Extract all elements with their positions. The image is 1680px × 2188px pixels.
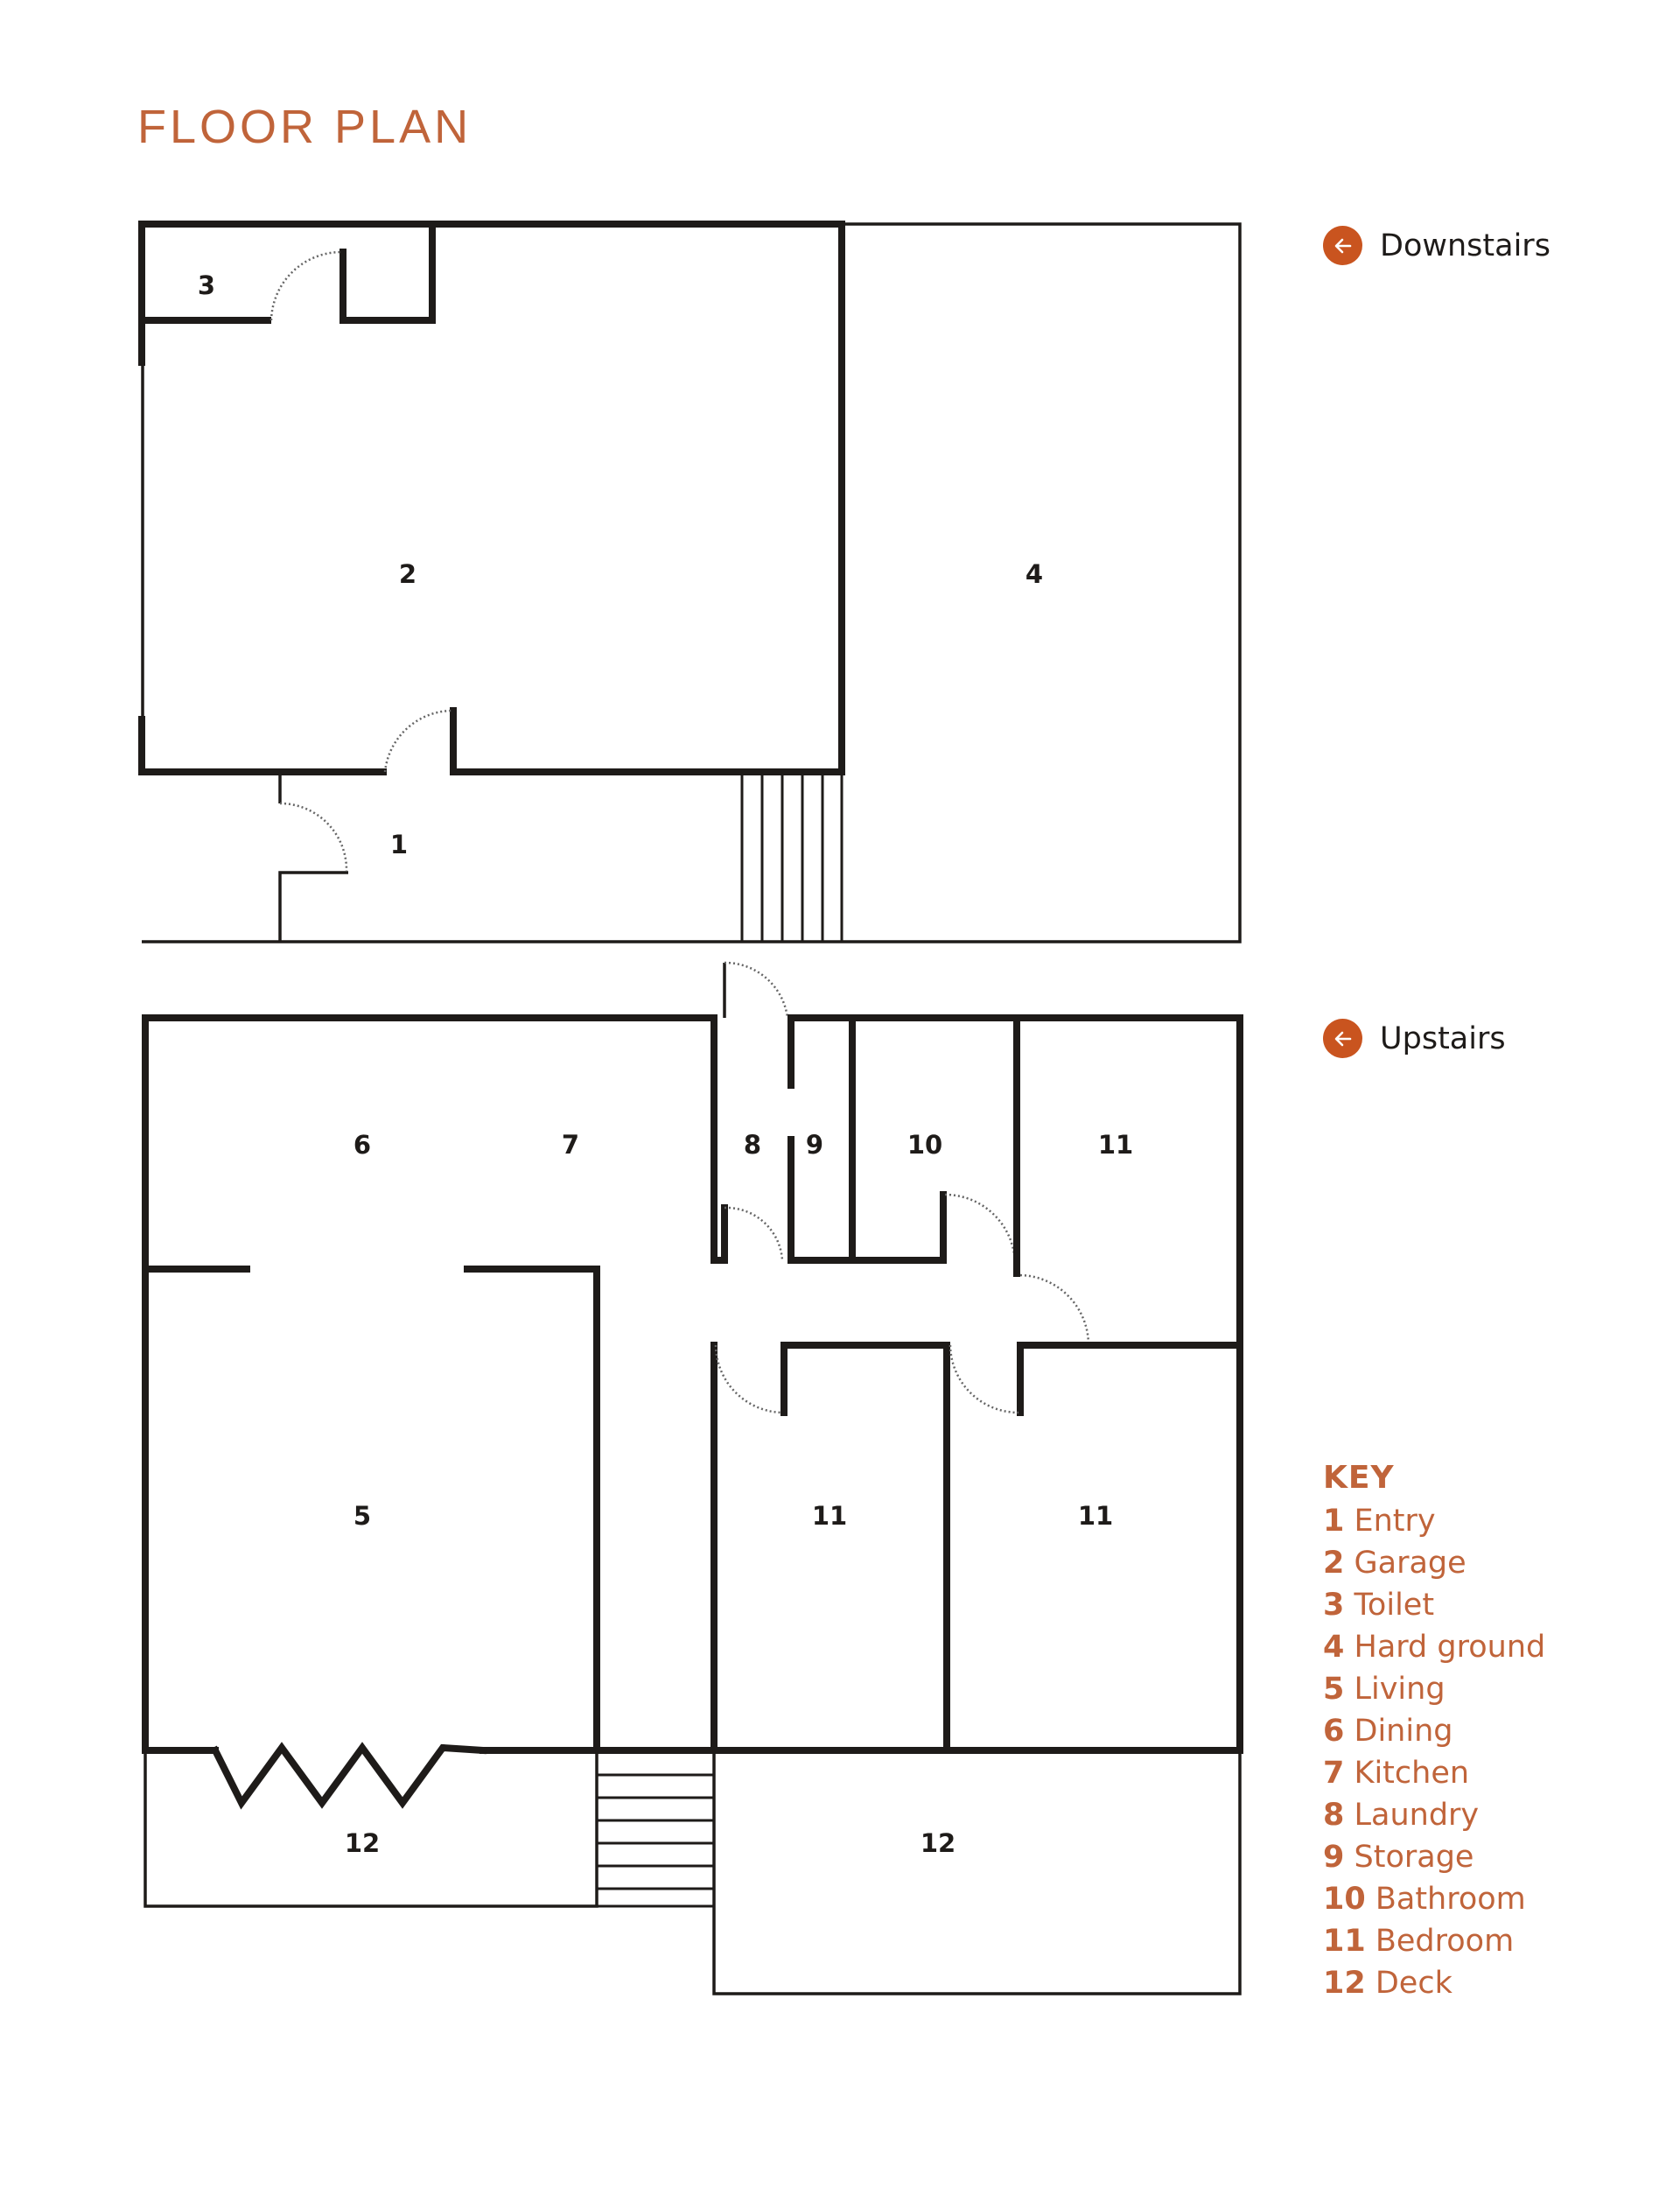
upstairs-marker: Upstairs [1323,1019,1506,1058]
key-item: 4 Hard ground [1323,1630,1546,1665]
room-label-10: 10 [907,1130,942,1160]
arrow-left-icon [1323,226,1362,265]
toilet-door-arc [270,250,342,321]
key-item: 2 Garage [1323,1546,1466,1581]
laundry-door-arc [724,1206,784,1261]
page-title: FLOOR PLAN [137,101,472,153]
room-label-4: 4 [1026,559,1043,589]
room-label-8: 8 [744,1130,761,1160]
downstairs-label: Downstairs [1380,228,1550,263]
downstairs-stairs [740,775,844,942]
room-label-6: 6 [354,1130,371,1160]
upstairs-label: Upstairs [1380,1020,1506,1056]
room-label-2: 2 [399,559,416,589]
hard-ground-outline [842,222,1242,943]
key-title: KEY [1323,1460,1395,1496]
room-label-11-top: 11 [1098,1130,1133,1160]
room-label-7: 7 [562,1130,579,1160]
key-item: 7 Kitchen [1323,1756,1470,1791]
key-item: 6 Dining [1323,1714,1453,1749]
room-label-3: 3 [198,270,215,300]
key-item: 9 Storage [1323,1840,1474,1875]
upstairs-stairs [597,1773,714,1908]
room-label-11-mid: 11 [812,1501,847,1531]
deck-left-outline [144,1750,598,1908]
deck-right-outline [712,1750,1242,1995]
room-label-11-right: 11 [1078,1501,1113,1531]
entry-door-arc [279,802,348,872]
key-item: 11 Bedroom [1323,1924,1515,1959]
key-item: 1 Entry [1323,1504,1436,1539]
downstairs-plan [138,221,1242,943]
room-label-5: 5 [354,1501,371,1531]
living-window-zigzag [210,1742,487,1810]
key-item: 3 Toilet [1323,1588,1435,1623]
upstairs-entry-door-arc [724,961,789,1019]
downstairs-marker: Downstairs [1323,226,1550,265]
room-label-1: 1 [390,830,408,859]
bedroom-right-door-arc [948,1344,1019,1414]
bedroom-mid-door-arc [714,1344,783,1414]
key-legend: KEY 1 Entry 2 Garage 3 Toilet 4 Hard gro… [1323,1460,1545,2004]
entry-wall-lower [278,871,348,942]
arrow-left-icon [1323,1019,1362,1058]
bedroom-top-door-arc [1019,1273,1090,1346]
bathroom-door-arc [944,1193,1017,1266]
key-item: 8 Laundry [1323,1798,1480,1833]
room-label-12-right: 12 [920,1828,956,1858]
key-item: 12 Deck [1323,1966,1452,2001]
garage-door-arc [383,709,452,773]
upstairs-plan [142,961,1243,1995]
room-label-9: 9 [806,1130,823,1160]
key-item: 10 Bathroom [1323,1882,1526,1917]
key-item: 5 Living [1323,1672,1446,1707]
room-label-12-left: 12 [345,1828,380,1858]
